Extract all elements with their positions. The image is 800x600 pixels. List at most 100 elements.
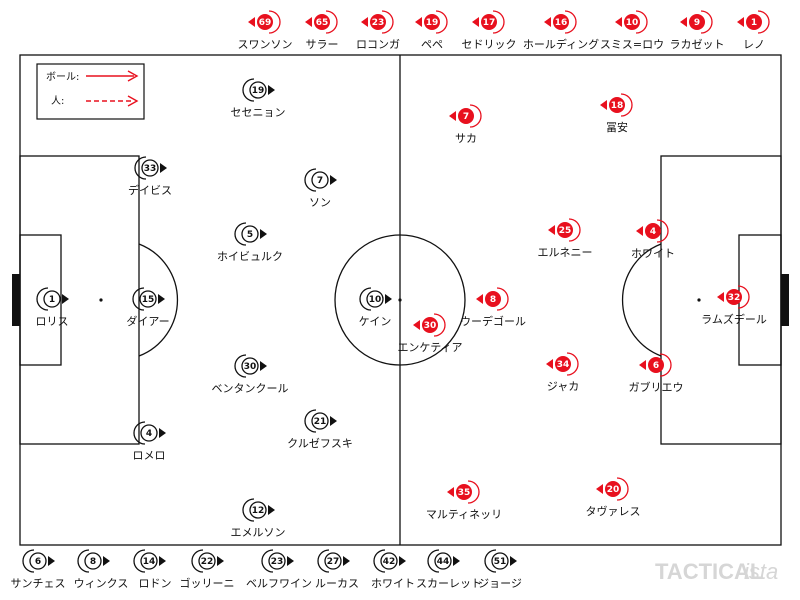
facing-arrow: [476, 294, 483, 304]
facing-arrow: [268, 85, 275, 95]
player-number: 15: [142, 295, 155, 305]
player-name: ベルフワイン: [246, 577, 312, 590]
player-number: 14: [143, 557, 156, 567]
player-disc: [84, 552, 102, 570]
player-number: 9: [694, 18, 700, 28]
player-number: 23: [372, 18, 385, 28]
player-disc: [746, 14, 762, 30]
player-name: 冨安: [606, 120, 628, 134]
left-penalty-arc: [138, 243, 179, 357]
watermark: TACTICAL ista: [655, 559, 778, 584]
direction-arc: [616, 477, 629, 501]
facing-arrow: [737, 17, 744, 27]
player-disc: [366, 290, 384, 308]
player-disc: [241, 357, 259, 375]
player-disc: [648, 357, 664, 373]
player-disc: [726, 289, 742, 305]
player-disc: [140, 552, 158, 570]
direction-arc: [492, 10, 505, 34]
player-number: 1: [751, 18, 757, 28]
player-name: ベンタンクール: [212, 382, 289, 395]
watermark-main: TACTICAL: [655, 559, 763, 584]
player-disc: [553, 14, 569, 30]
watermark-suffix: ista: [744, 559, 778, 584]
player-name: ウィンクス: [74, 577, 129, 590]
player-disc: [605, 481, 621, 497]
direction-arc: [427, 549, 440, 573]
center-circle: [334, 234, 466, 366]
player-disc: [314, 14, 330, 30]
player-name: ホワイト: [631, 247, 675, 260]
player-number: 27: [327, 557, 340, 567]
facing-arrow: [717, 292, 724, 302]
player-token: 6 ガブリエウ: [629, 353, 684, 394]
direction-arc: [568, 218, 581, 242]
player-name: セドリック: [462, 38, 517, 51]
player-name: セセニョン: [231, 106, 286, 119]
player-disc: [370, 14, 386, 30]
player-disc: [645, 223, 661, 239]
player-name: ケイン: [359, 315, 392, 328]
direction-arc: [373, 549, 386, 573]
direction-arc: [234, 222, 247, 246]
player-disc: [380, 552, 398, 570]
facing-arrow: [287, 556, 294, 566]
player-disc: [249, 501, 267, 519]
direction-arc: [191, 549, 204, 573]
player-number: 20: [607, 485, 620, 495]
player-number: 7: [317, 176, 323, 186]
facing-arrow: [548, 225, 555, 235]
player-disc: [311, 171, 329, 189]
player-number: 17: [483, 18, 496, 28]
player-name: サンチェス: [11, 577, 66, 590]
facing-arrow: [330, 175, 337, 185]
player-number: 44: [437, 557, 450, 567]
direction-arc: [656, 219, 669, 243]
player-name: サラー: [306, 38, 339, 51]
direction-arc: [234, 354, 247, 378]
facing-arrow: [415, 17, 422, 27]
player-disc: [241, 225, 259, 243]
facing-arrow: [636, 226, 643, 236]
facing-arrow: [546, 359, 553, 369]
player-disc: [29, 552, 47, 570]
direction-arc: [36, 287, 49, 311]
player-number: 30: [244, 362, 257, 372]
player-disc: [481, 14, 497, 30]
facing-arrow: [158, 294, 165, 304]
player-name: スワンソン: [238, 38, 293, 51]
facing-arrow: [305, 17, 312, 27]
player-disc: [491, 552, 509, 570]
direction-arc: [242, 498, 255, 522]
facing-arrow: [596, 484, 603, 494]
player-number: 6: [653, 361, 659, 371]
direction-arc: [659, 353, 672, 377]
player-name: エルネニー: [538, 246, 593, 259]
player-token: 1レノ: [737, 10, 770, 51]
player-name: ガブリエウ: [629, 380, 684, 394]
player-name: ウーデゴール: [460, 314, 526, 328]
player-number: 10: [626, 18, 639, 28]
player-number: 4: [146, 429, 152, 439]
player-disc: [268, 552, 286, 570]
player-name: クルゼフスキ: [287, 437, 353, 450]
player-number: 16: [555, 18, 568, 28]
